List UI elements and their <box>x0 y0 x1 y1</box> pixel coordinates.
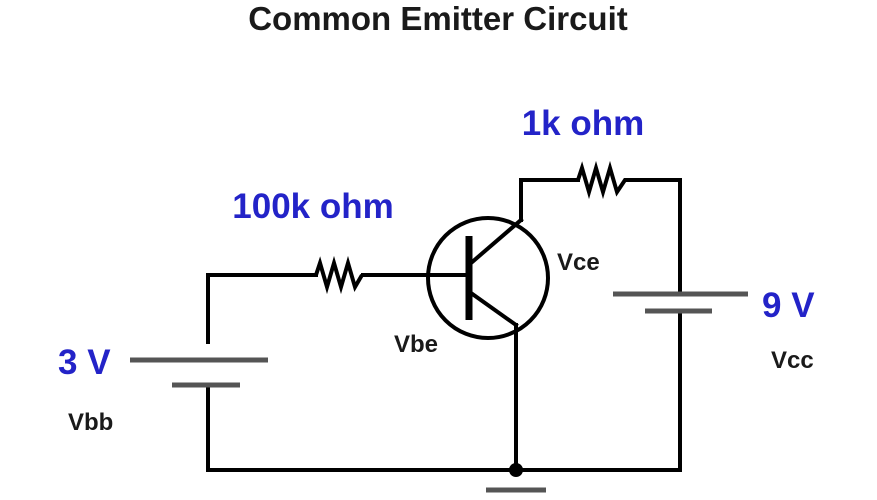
vcc-name-label: Vcc <box>771 347 814 374</box>
vbb-battery <box>130 357 268 388</box>
npn-transistor <box>426 216 550 340</box>
vbb-name-label: Vbb <box>68 409 113 436</box>
ground-node <box>486 463 546 493</box>
vbb-value-label: 3 V <box>58 343 111 382</box>
transistor-body <box>426 216 550 340</box>
vcc-battery <box>613 291 748 314</box>
collector-resistor-label: 1k ohm <box>522 104 645 143</box>
transistor-emitter-lead <box>468 290 519 328</box>
collector-resistor <box>576 160 629 200</box>
vce-label: Vce <box>557 249 600 276</box>
vbe-label: Vbe <box>394 331 438 358</box>
base-resistor <box>314 255 364 295</box>
transistor-collector-lead <box>468 217 524 266</box>
base-loop-wiring <box>206 273 470 472</box>
diagram-title: Common Emitter Circuit <box>248 0 628 37</box>
base-resistor-label: 100k ohm <box>232 187 393 226</box>
vcc-value-label: 9 V <box>762 286 815 325</box>
collector-loop-wiring <box>206 178 682 472</box>
collector-resistor-to-vcc-wire <box>627 178 682 295</box>
collector-wire <box>519 178 580 222</box>
base-input-wire <box>206 273 318 344</box>
ground-junction-dot <box>509 463 523 477</box>
